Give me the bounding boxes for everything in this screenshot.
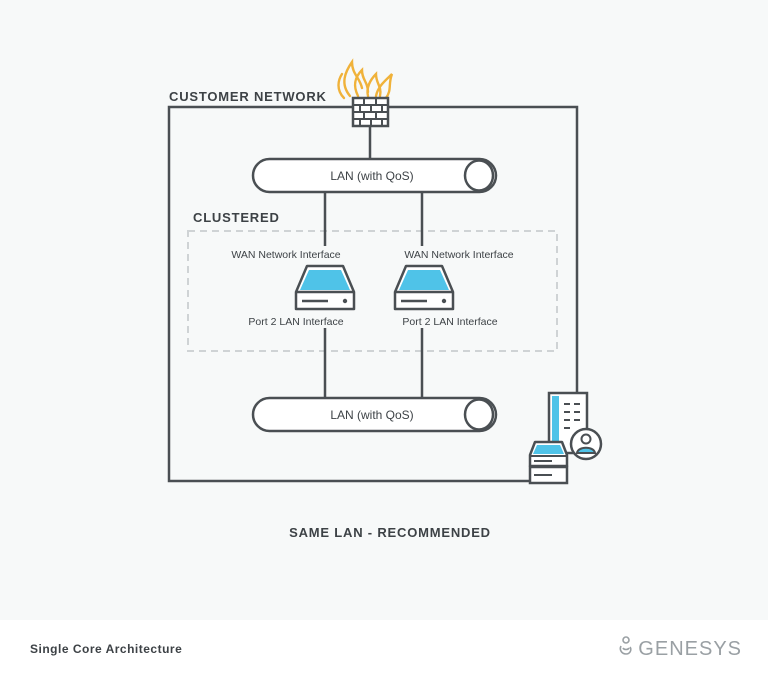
genesys-logo-icon [618,636,634,663]
footer: Single Core Architecture GENESYS [0,620,768,679]
firewall-icon [337,58,394,128]
node1-wan-label: WAN Network Interface [231,249,340,261]
diagram-canvas: CUSTOMER NETWORK [167,58,603,540]
genesys-logo: GENESYS [618,636,742,663]
server-icon [393,264,455,311]
customer-network-label: CUSTOMER NETWORK [169,89,327,104]
lan-top-pipe [251,157,498,194]
footer-title: Single Core Architecture [30,642,183,656]
customer-network-boundary [167,105,579,483]
node2-port-label: Port 2 LAN Interface [402,316,497,328]
node1-port-label: Port 2 LAN Interface [248,316,343,328]
lan-bottom-label: LAN (with QoS) [330,408,413,422]
diagram-caption: SAME LAN - RECOMMENDED [289,525,491,540]
node2-wan-label: WAN Network Interface [404,249,513,261]
network-diagram: CUSTOMER NETWORK [167,58,603,540]
user-workstation-icon [528,391,603,485]
clustered-label: CLUSTERED [193,210,280,225]
lan-top-label: LAN (with QoS) [330,169,413,183]
genesys-logo-text: GENESYS [638,638,742,660]
lan-bottom-pipe [251,396,498,433]
server-icon [294,264,356,311]
cluster-boundary [187,230,558,352]
